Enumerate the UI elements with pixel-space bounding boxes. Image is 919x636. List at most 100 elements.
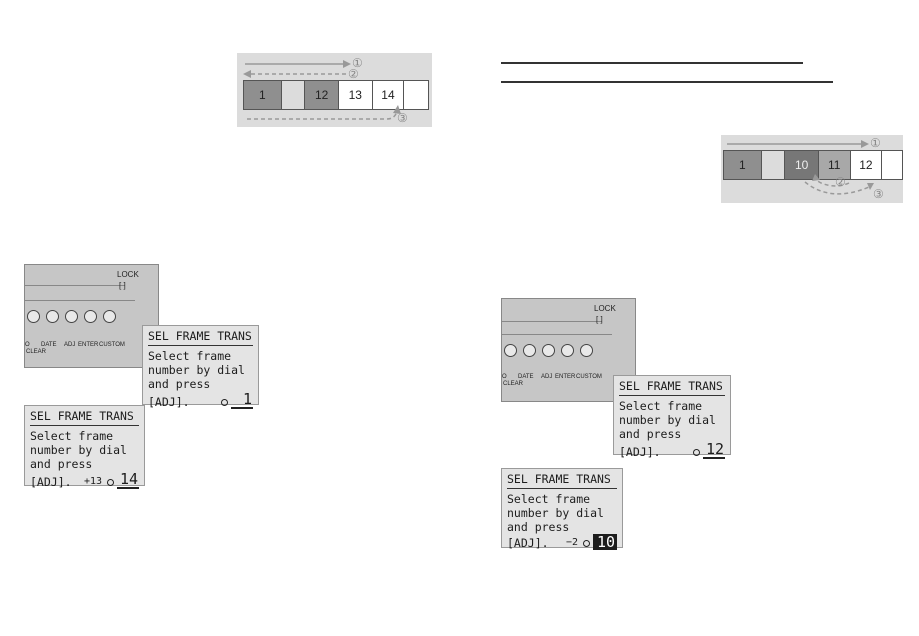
lcd-panel-left-bottom: SEL FRAME TRANS Select frame number by d… [24, 405, 145, 489]
camera-button [523, 344, 536, 357]
frame-cell [404, 81, 429, 109]
frame-offset: +13 [83, 476, 102, 487]
step-2-label: ② [835, 175, 846, 189]
lcd-text: Select frame [507, 492, 591, 506]
arrow-forward-icon [727, 140, 869, 148]
button-label: DATE [518, 374, 534, 380]
dial-icon [107, 479, 114, 486]
frame-cell [882, 151, 902, 179]
camera-button [504, 344, 517, 357]
step-2-label: ② [348, 67, 359, 81]
camera-button [27, 310, 40, 323]
frame-number-readout: −2 10 [566, 534, 617, 550]
camera-button [46, 310, 59, 323]
lcd-text: and press [30, 457, 93, 471]
frame-number: 12 [703, 441, 725, 459]
frame-cell: 11 [818, 151, 851, 179]
lcd-panel-left-top: SEL FRAME TRANS Select frame number by d… [142, 325, 259, 409]
lcd-title: SEL FRAME TRANS [619, 380, 725, 396]
panel-edge [25, 285, 125, 286]
lcd-text: number by dial [619, 413, 716, 427]
arrow-jump-icon [247, 105, 401, 120]
dial-icon [221, 399, 228, 406]
panel-edge [502, 321, 602, 322]
lcd-panel-right-bottom: SEL FRAME TRANS Select frame number by d… [501, 468, 623, 550]
button-label: CUSTOM [576, 374, 602, 380]
step-3-label: ③ [873, 187, 884, 201]
lcd-last-line: [ADJ]. −2 10 [507, 534, 617, 550]
arrow-back-icon [243, 70, 347, 78]
step-1-label: ① [870, 136, 881, 150]
filmstrip-diagram-right: ① 1 10 11 12 ② ③ [721, 135, 903, 203]
heading-rule [501, 81, 833, 83]
lcd-last-line: [ADJ]. 1 [148, 391, 253, 409]
camera-button [84, 310, 97, 323]
lock-bracket-icon: [ ] [119, 281, 126, 290]
frame-number: 10 [593, 534, 617, 550]
frame-cell: 13 [338, 81, 373, 109]
lcd-text: Select frame [30, 429, 114, 443]
lcd-last-line: [ADJ]. +13 14 [30, 471, 139, 489]
camera-button [561, 344, 574, 357]
lcd-title: SEL FRAME TRANS [148, 330, 253, 346]
panel-edge [502, 334, 612, 335]
button-label: CUSTOM [99, 342, 125, 348]
button-label: ENTER [78, 342, 99, 348]
lcd-title: SEL FRAME TRANS [30, 410, 139, 426]
lcd-panel-right-top: SEL FRAME TRANS Select frame number by d… [613, 375, 731, 459]
clear-label: CLEAR [503, 381, 524, 387]
button-label: O [502, 374, 507, 380]
frame-number: 14 [117, 471, 139, 489]
dial-icon [693, 449, 700, 456]
button-label: ADJ [64, 342, 76, 348]
lcd-text: Select frame [148, 349, 232, 363]
lcd-text: and press [507, 520, 570, 534]
frame-cell: 14 [372, 81, 405, 109]
arrow-return-icon [804, 174, 874, 195]
filmstrip-diagram-left: ① ② 1 12 13 14 ③ [237, 53, 432, 127]
frame-offset: −2 [565, 537, 578, 548]
clear-label: CLEAR [26, 349, 47, 355]
dial-icon [583, 540, 590, 547]
lcd-text: and press [148, 377, 211, 391]
lcd-text: [ADJ]. [148, 395, 190, 409]
button-label: DATE [41, 342, 57, 348]
arrow-forward-icon [245, 60, 351, 68]
lcd-text: number by dial [30, 443, 127, 457]
filmstrip: 1 12 13 14 [243, 80, 429, 110]
step-3-label: ③ [397, 111, 408, 125]
button-label: ADJ [541, 374, 553, 380]
frame-cell: 1 [244, 81, 282, 109]
lock-label: LOCK [594, 304, 616, 313]
lcd-text: [ADJ]. [30, 475, 72, 489]
button-label: ENTER [555, 374, 576, 380]
lcd-text: [ADJ]. [619, 445, 661, 459]
camera-button [580, 344, 593, 357]
lcd-text: number by dial [507, 506, 604, 520]
button-label: O [25, 342, 30, 348]
lcd-title: SEL FRAME TRANS [507, 473, 617, 489]
lcd-text: Select frame [619, 399, 703, 413]
frame-number-readout: 1 [216, 391, 253, 409]
camera-button [65, 310, 78, 323]
frame-number-readout: 12 [688, 441, 725, 459]
frame-cell: 12 [305, 81, 339, 109]
lcd-last-line: [ADJ]. 12 [619, 441, 725, 459]
frame-gap [761, 151, 786, 179]
frame-gap [281, 81, 306, 109]
frame-cell: 10 [785, 151, 819, 179]
frame-cell: 1 [724, 151, 762, 179]
camera-button [103, 310, 116, 323]
panel-edge [25, 300, 135, 301]
lock-bracket-icon: [ ] [596, 315, 603, 324]
camera-back-panel-left: LOCK [ ] O DATE ADJ ENTER CUSTOM CLEAR [24, 264, 159, 368]
lcd-text: [ADJ]. [507, 536, 549, 550]
camera-button [542, 344, 555, 357]
frame-number-readout: +13 14 [84, 471, 139, 489]
heading-rule [501, 62, 803, 64]
frame-cell: 12 [850, 151, 883, 179]
step-1-label: ① [352, 56, 363, 70]
lcd-text: number by dial [148, 363, 245, 377]
frame-number: 1 [231, 391, 253, 409]
lcd-text: and press [619, 427, 682, 441]
